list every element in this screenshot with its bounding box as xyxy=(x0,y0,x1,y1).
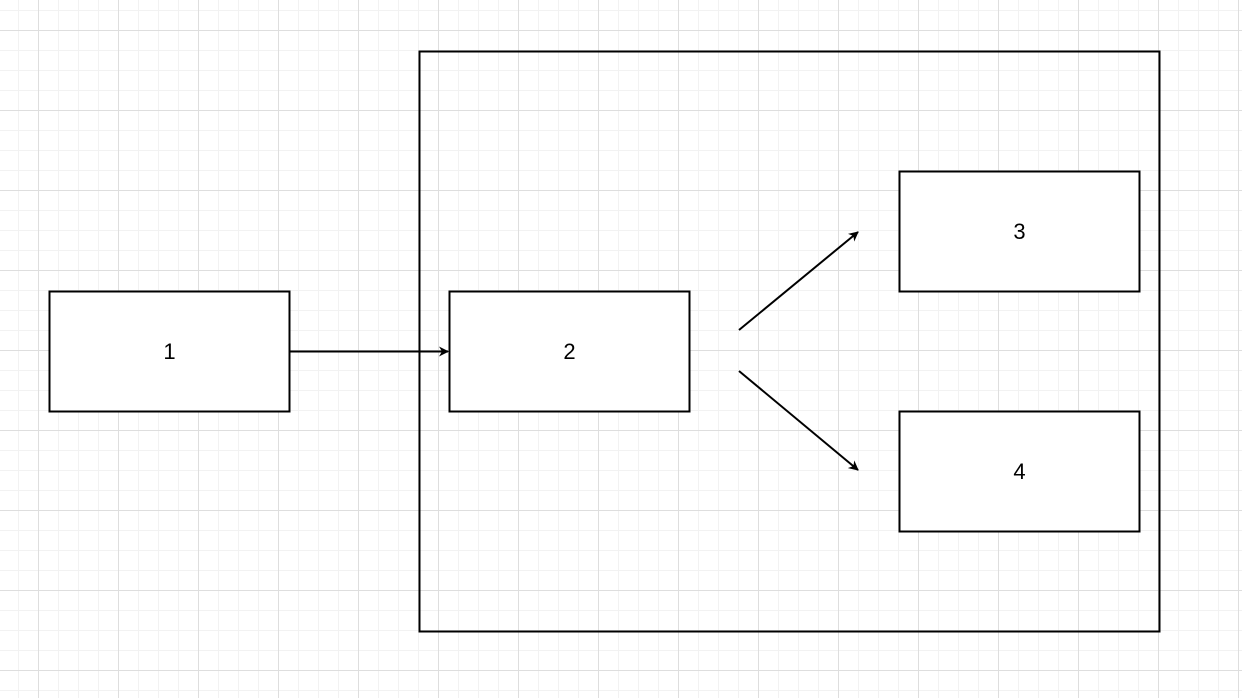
node-label: 4 xyxy=(1013,459,1025,484)
edge-2-4[interactable] xyxy=(738,370,859,471)
node-label: 3 xyxy=(1013,219,1025,244)
node-4[interactable]: 4 xyxy=(898,410,1141,533)
node-label: 2 xyxy=(563,339,575,364)
edge-2-3[interactable] xyxy=(738,231,859,331)
node-label: 1 xyxy=(163,339,175,364)
container-group[interactable] xyxy=(418,50,1161,633)
node-2[interactable]: 2 xyxy=(448,290,691,413)
node-3[interactable]: 3 xyxy=(898,170,1141,293)
node-1[interactable]: 1 xyxy=(48,290,291,413)
